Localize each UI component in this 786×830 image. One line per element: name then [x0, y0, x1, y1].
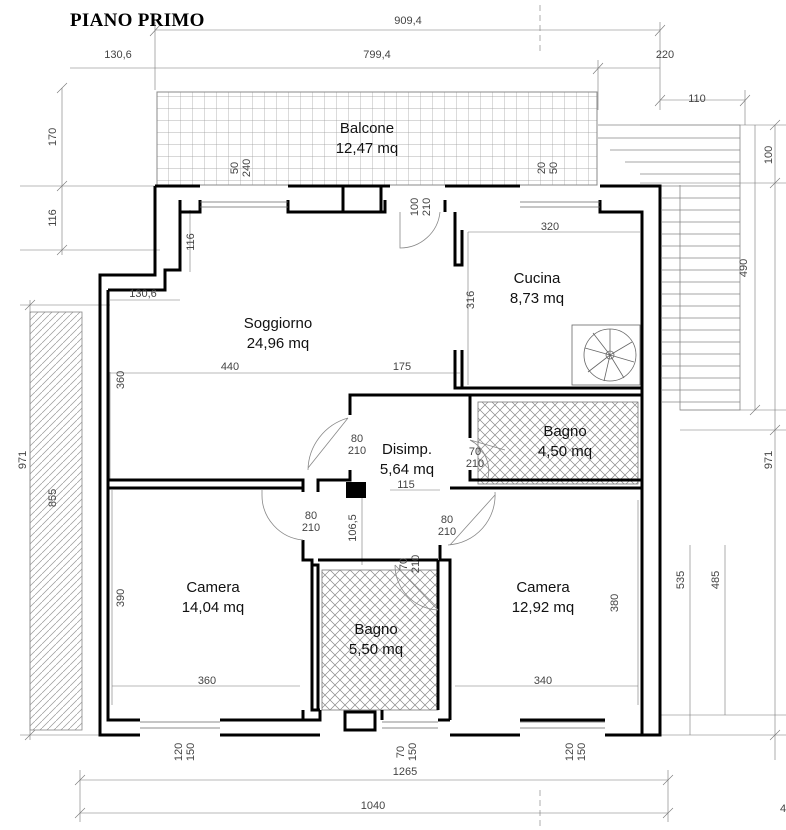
dim-top-mid: 799,4: [363, 49, 391, 61]
dim-bagno2-70: 70: [398, 558, 410, 570]
dim-bottom-1265: 1265: [393, 766, 417, 778]
dim-top-right: 220: [656, 49, 674, 61]
room-name-balcone: Balcone: [340, 120, 394, 137]
dim-soggiorno-440: 440: [221, 361, 239, 373]
room-area-disimpegno: 5,64 mq: [380, 461, 434, 478]
dim-right-490: 490: [738, 259, 750, 277]
room-area-camera-1: 14,04 mq: [182, 599, 245, 616]
dim-bottom-4: 4: [780, 803, 786, 815]
dim-left-116: 116: [47, 209, 59, 227]
room-name-bagno-2: Bagno: [354, 621, 397, 638]
dim-right-100: 100: [763, 146, 775, 164]
dim-soggiorno-175: 175: [393, 361, 411, 373]
dim-bagno-210: 210: [466, 458, 484, 470]
dim-door-100: 100: [409, 198, 421, 216]
dim-window-240: 240: [241, 159, 253, 177]
dim-right-485: 485: [710, 571, 722, 589]
dim-left-971: 971: [17, 451, 29, 469]
dim-soggiorno-130: 130,6: [129, 288, 157, 300]
external-stairs: [598, 124, 741, 411]
spiral-staircase: [571, 324, 641, 386]
dim-window-20: 20: [536, 162, 548, 174]
room-area-cucina: 8,73 mq: [510, 290, 564, 307]
room-name-cucina: Cucina: [514, 270, 561, 287]
room-area-soggiorno: 24,96 mq: [247, 335, 310, 352]
balcony-floor: [156, 91, 598, 186]
dim-soggiorno-360: 360: [115, 371, 127, 389]
dim-stair-top: 110: [688, 93, 706, 105]
dim-cucina-width: 320: [541, 221, 559, 233]
bathroom-2-tiles: [321, 569, 439, 711]
room-name-disimpegno: Disimp.: [382, 441, 432, 458]
plan-title: PIANO PRIMO: [70, 10, 205, 31]
dim-win-bottom2-70: 70: [395, 746, 407, 758]
dim-win-bottom2-150: 150: [407, 743, 419, 761]
dim-bagno-70: 70: [469, 446, 481, 458]
walls: [98, 184, 662, 737]
dim-cucina-height: 316: [465, 291, 477, 309]
dim-top-left: 130,6: [104, 49, 132, 61]
room-name-bagno-1: Bagno: [543, 423, 586, 440]
room-name-soggiorno: Soggiorno: [244, 315, 312, 332]
dim-cam1-door-210: 210: [302, 522, 320, 534]
dim-camera1-width: 360: [198, 675, 216, 687]
adjacent-building-hatch: [29, 311, 83, 731]
dim-win-bottom3-120: 120: [564, 743, 576, 761]
room-area-balcone: 12,47 mq: [336, 140, 399, 157]
dim-cam2-door-80: 80: [441, 514, 453, 526]
dim-cam1-door-80: 80: [305, 510, 317, 522]
dim-win-bottom3-150: 150: [576, 743, 588, 761]
door-swings: [261, 211, 506, 611]
dim-left-170: 170: [47, 128, 59, 146]
dim-camera1-height: 390: [115, 589, 127, 607]
dim-cam2-door-210: 210: [438, 526, 456, 538]
dim-window-50-left: 50: [229, 162, 241, 174]
dim-right-535: 535: [675, 571, 687, 589]
dim-camera2-height: 380: [609, 594, 621, 612]
room-name-camera-2: Camera: [516, 579, 570, 596]
dim-corridor-106: 106,5: [347, 514, 359, 542]
dim-soggiorno-116: 116: [185, 233, 197, 251]
dim-win-bottom-150: 150: [185, 743, 197, 761]
dim-dis-210: 210: [348, 445, 366, 457]
dim-left-855: 855: [47, 489, 59, 507]
dim-bagno2-210: 210: [410, 555, 422, 573]
room-name-camera-1: Camera: [186, 579, 240, 596]
dim-window-50-right: 50: [548, 162, 560, 174]
dim-bottom-1040: 1040: [361, 800, 385, 812]
dim-top-total: 909,4: [394, 15, 422, 27]
dim-camera2-width: 340: [534, 675, 552, 687]
room-area-bagno-1: 4,50 mq: [538, 443, 592, 460]
room-area-camera-2: 12,92 mq: [512, 599, 575, 616]
dim-dis-115: 115: [397, 479, 415, 491]
dim-door-210: 210: [421, 198, 433, 216]
room-area-bagno-2: 5,50 mq: [349, 641, 403, 658]
dim-win-bottom-120: 120: [173, 743, 185, 761]
bathroom-1-tiles: [477, 401, 639, 485]
dim-dis-80: 80: [351, 433, 363, 445]
wall-blocks: [341, 184, 383, 732]
windows: [140, 201, 605, 729]
dim-right-971: 971: [763, 451, 775, 469]
